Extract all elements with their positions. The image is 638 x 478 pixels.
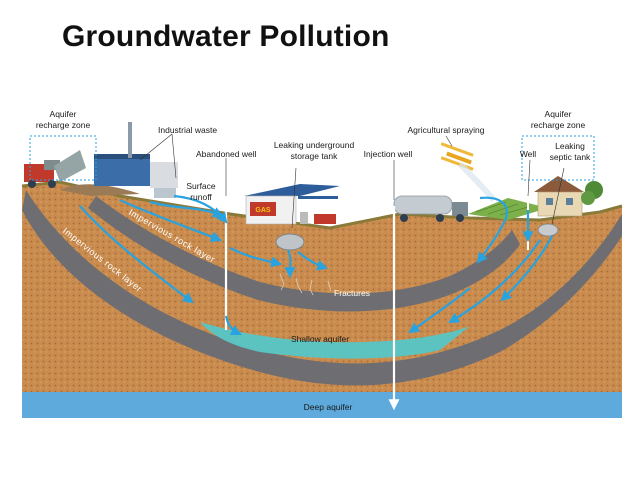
label-deep-aquifer: Deep aquifer xyxy=(304,402,353,412)
dump-truck xyxy=(24,150,86,188)
label-septic-1: Leaking xyxy=(555,141,585,151)
label-surface-runoff-1: Surface xyxy=(186,181,216,191)
label-leaking-tank-2: storage tank xyxy=(291,151,339,161)
fracture-lines xyxy=(279,273,332,296)
label-fractures: Fractures xyxy=(334,288,370,298)
label-well: Well xyxy=(520,149,536,159)
label-leader-lines xyxy=(139,133,565,229)
impervious-rock-layer-lower xyxy=(22,190,622,386)
label-leaking-tank-1: Leaking underground xyxy=(274,140,355,150)
underground-storage-tank xyxy=(275,233,305,251)
waste-pile xyxy=(60,184,140,196)
label-industrial-waste: Industrial waste xyxy=(158,125,217,135)
label-injection-well: Injection well xyxy=(364,149,413,159)
gas-station: GAS xyxy=(244,184,340,225)
label-surface-runoff-2: runoff xyxy=(190,192,212,202)
page-title: Groundwater Pollution xyxy=(62,20,390,53)
gas-sign: GAS xyxy=(255,207,271,214)
house xyxy=(534,176,603,217)
label-septic-2: septic tank xyxy=(550,152,591,162)
label-aquifer-recharge-left-2: recharge zone xyxy=(36,120,91,130)
label-agricultural-spraying: Agricultural spraying xyxy=(407,125,484,135)
impervious-rock-layer-upper xyxy=(88,196,520,312)
label-aquifer-recharge-right-1: Aquifer xyxy=(545,109,572,119)
crop-field xyxy=(468,198,548,220)
label-shallow-aquifer: Shallow aquifer xyxy=(291,334,349,344)
deep-aquifer xyxy=(22,392,622,418)
tanker-truck xyxy=(393,195,468,222)
contaminant-flow-arrows xyxy=(79,194,553,335)
label-aquifer-recharge-left-1: Aquifer xyxy=(50,109,77,119)
septic-tank xyxy=(537,223,559,237)
label-abandoned-well: Abandoned well xyxy=(196,149,257,159)
recharge-zone-boxes xyxy=(29,135,595,181)
label-aquifer-recharge-right-2: recharge zone xyxy=(531,120,586,130)
shallow-aquifer xyxy=(200,322,470,359)
